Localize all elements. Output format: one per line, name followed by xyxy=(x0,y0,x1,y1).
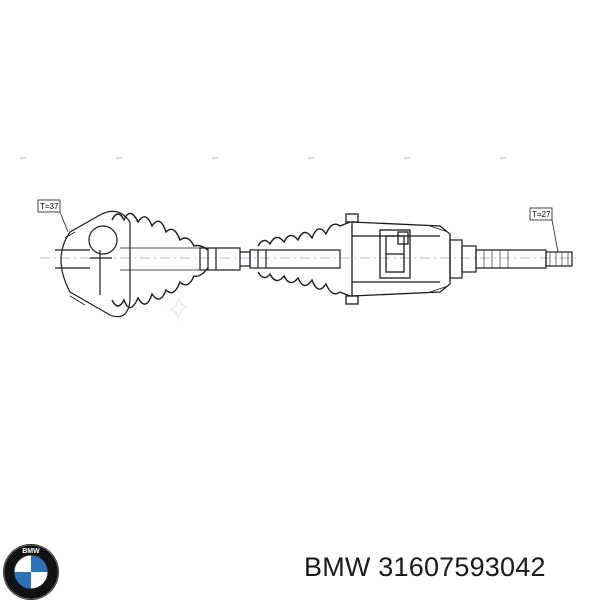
outer-boot xyxy=(111,212,210,309)
logo-lettering: BMW xyxy=(22,548,40,555)
stub-shaft xyxy=(449,239,573,279)
outer-cv-joint xyxy=(55,210,131,318)
brand-name: BMW xyxy=(304,552,371,582)
shaft xyxy=(199,247,341,271)
inner-joint-housing xyxy=(345,213,451,305)
left-tooth-tag: T=37 xyxy=(40,202,59,211)
right-tag-group: T=27 xyxy=(529,207,559,253)
right-tooth-tag: T=27 xyxy=(532,210,551,219)
part-number: 31607593042 xyxy=(378,552,546,582)
part-caption: BMW 31607593042 xyxy=(304,552,594,583)
left-tag-group: T=37 xyxy=(37,199,69,233)
inner-boot xyxy=(257,221,351,297)
bmw-logo: BMW xyxy=(3,544,59,600)
